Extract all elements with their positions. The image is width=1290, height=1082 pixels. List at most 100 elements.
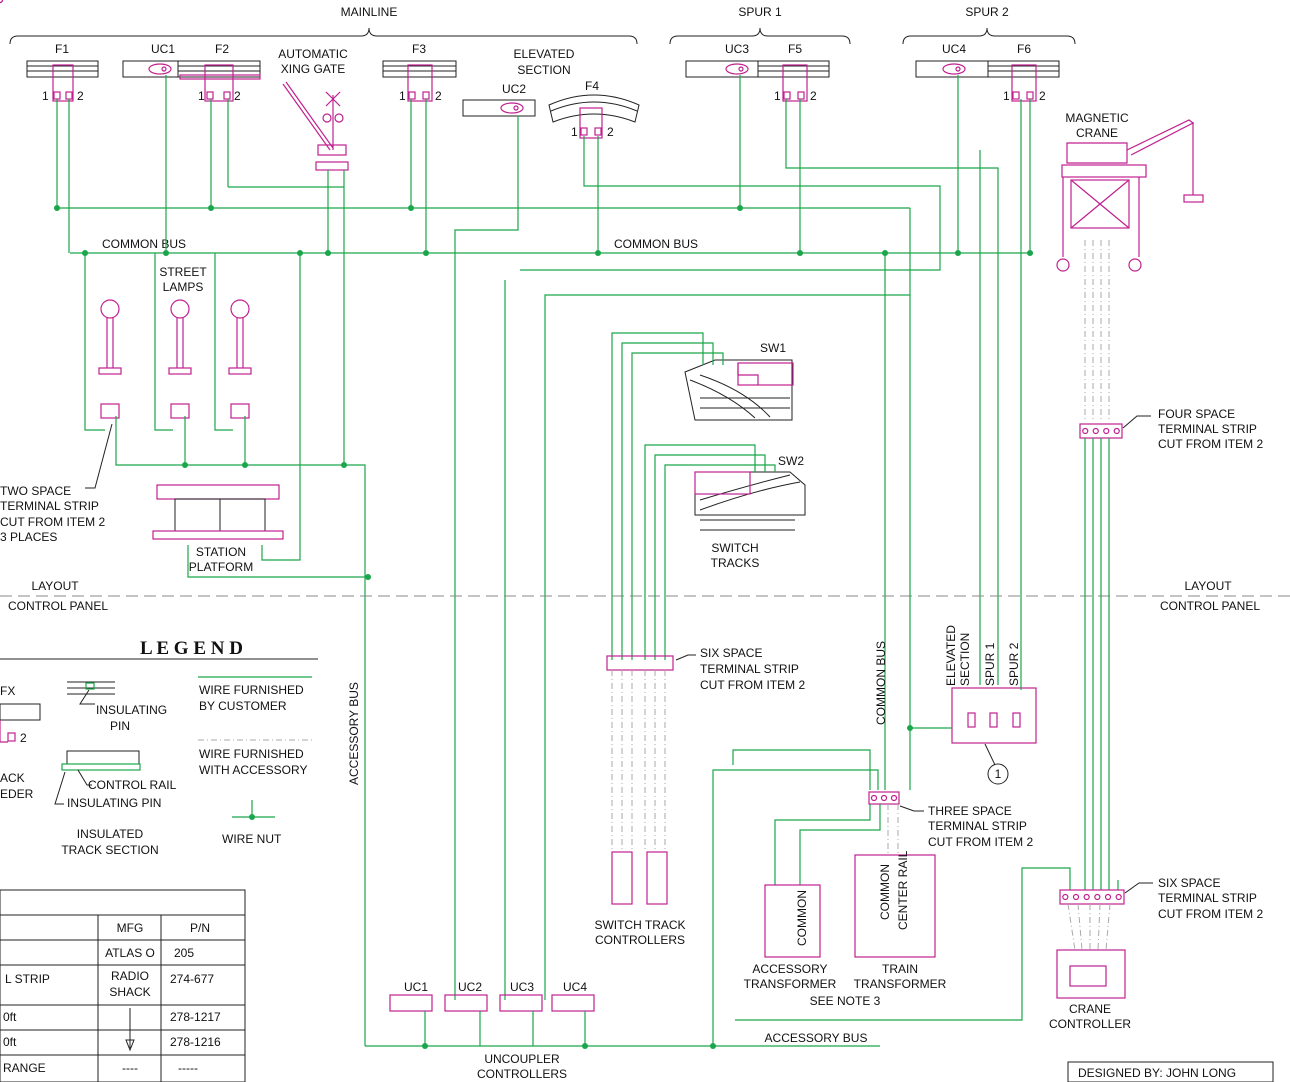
accessory-transformer-icon xyxy=(764,884,821,958)
svg-text:SWITCH: SWITCH xyxy=(711,541,758,555)
terminal-screw xyxy=(890,794,898,802)
svg-text:UNCOUPLER: UNCOUPLER xyxy=(484,1052,560,1066)
f1-label: F1 xyxy=(55,42,69,56)
f2-track xyxy=(177,60,261,78)
street-lamps: STREET LAMPS xyxy=(84,253,371,1046)
svg-text:SIX SPACE: SIX SPACE xyxy=(1158,876,1220,890)
svg-text:SHACK: SHACK xyxy=(109,985,150,999)
svg-text:TERMINAL STRIP: TERMINAL STRIP xyxy=(700,662,799,676)
f1-track xyxy=(26,60,99,78)
svg-text:RANGE: RANGE xyxy=(3,1061,46,1075)
svg-text:1: 1 xyxy=(42,89,49,103)
common-bus-label-right: COMMON BUS xyxy=(614,237,698,251)
svg-text:UC2: UC2 xyxy=(458,980,482,994)
six-space-strip xyxy=(606,655,674,671)
svg-text:2: 2 xyxy=(1039,89,1046,103)
svg-text:THREE SPACE: THREE SPACE xyxy=(928,804,1012,818)
uncoupler-controllers: ACCESSORY BUS UC1 UC2 UC3 UC4 UNCOUPLER … xyxy=(347,682,880,1081)
f4-label: F4 xyxy=(585,79,599,93)
svg-text:WIRE FURNISHED: WIRE FURNISHED xyxy=(199,683,304,697)
svg-text:SWITCH TRACK: SWITCH TRACK xyxy=(594,918,685,932)
spur1-label: SPUR 1 xyxy=(738,5,782,19)
legend: L E G E N D FX 2 ACK EDER INSULATING PIN… xyxy=(0,638,318,857)
mainline-wiring: COMMON BUS COMMON BUS xyxy=(54,75,1033,1000)
svg-text:UC4: UC4 xyxy=(563,980,587,994)
svg-text:TERMINAL STRIP: TERMINAL STRIP xyxy=(1158,891,1257,905)
svg-text:WIRE NUT: WIRE NUT xyxy=(222,832,282,846)
svg-text:FX: FX xyxy=(0,684,15,698)
svg-text:ACCESSORY BUS: ACCESSORY BUS xyxy=(765,1031,868,1045)
svg-text:ACCESSORY BUS: ACCESSORY BUS xyxy=(347,682,361,785)
svg-text:0ft: 0ft xyxy=(3,1035,17,1049)
uc1-controller xyxy=(389,994,433,1012)
xing-gate-label-1: AUTOMATIC xyxy=(278,47,348,61)
svg-text:3 PLACES: 3 PLACES xyxy=(0,530,57,544)
terminal-screw xyxy=(1092,427,1099,435)
terminal-screw xyxy=(1062,893,1069,901)
f6-feeder xyxy=(1011,64,1037,102)
legend-title: L E G E N D xyxy=(140,638,243,659)
f1-feeder xyxy=(52,64,74,102)
sw1-icon xyxy=(684,359,794,421)
terminal-screw xyxy=(880,794,888,802)
svg-text:TRACKS: TRACKS xyxy=(711,556,760,570)
parts-table: MFG P/N ATLAS O 205 L STRIP RADIO SHACK … xyxy=(0,889,246,1082)
svg-text:1: 1 xyxy=(571,125,578,139)
svg-text:COMMON: COMMON xyxy=(878,864,892,920)
f5-feeder xyxy=(782,64,808,102)
terminal-screw xyxy=(870,794,878,802)
svg-text:UC3: UC3 xyxy=(510,980,534,994)
xing-gate-label-2: XING GATE xyxy=(281,62,345,76)
svg-text:1: 1 xyxy=(774,89,781,103)
svg-text:STATION: STATION xyxy=(196,545,246,559)
svg-text:WIRE FURNISHED: WIRE FURNISHED xyxy=(199,747,304,761)
terminal-screw xyxy=(1115,893,1122,901)
svg-text:BY CUSTOMER: BY CUSTOMER xyxy=(199,699,287,713)
terminal-screw xyxy=(1082,427,1089,435)
svg-text:ELEVATED: ELEVATED xyxy=(944,625,958,686)
svg-text:2: 2 xyxy=(77,89,84,103)
section-headers: MAINLINE SPUR 1 SPUR 2 xyxy=(9,5,1076,45)
f3-label: F3 xyxy=(412,42,426,56)
common-bus-label-left: COMMON BUS xyxy=(102,237,186,251)
svg-text:CONTROL PANEL: CONTROL PANEL xyxy=(1160,599,1260,613)
svg-text:CUT FROM ITEM 2: CUT FROM ITEM 2 xyxy=(0,515,105,529)
svg-text:ATLAS O: ATLAS O xyxy=(105,946,155,960)
svg-text:CRANE: CRANE xyxy=(1076,126,1118,140)
svg-text:SPUR 1: SPUR 1 xyxy=(983,642,997,686)
elevated-label-1: ELEVATED xyxy=(514,47,575,61)
svg-text:TERMINAL STRIP: TERMINAL STRIP xyxy=(1158,422,1257,436)
svg-text:INSULATED: INSULATED xyxy=(77,827,144,841)
spur2-brace xyxy=(902,27,1076,45)
two-space-callout: TWO SPACE TERMINAL STRIP CUT FROM ITEM 2… xyxy=(0,423,113,544)
svg-text:ACCESSORY: ACCESSORY xyxy=(752,962,827,976)
svg-text:2: 2 xyxy=(234,89,241,103)
svg-text:L STRIP: L STRIP xyxy=(5,972,50,986)
svg-text:1: 1 xyxy=(399,89,406,103)
f2-label: F2 xyxy=(215,42,229,56)
switch-tracks: SW1 SW2 SWITCH TRACKS SIX SPACE TER xyxy=(0,0,806,947)
svg-text:CUT FROM ITEM 2: CUT FROM ITEM 2 xyxy=(1158,437,1263,451)
six-space-strip-crane xyxy=(1059,889,1125,905)
switch-controller-icon xyxy=(611,851,633,905)
svg-text:2: 2 xyxy=(435,89,442,103)
uc4-label: UC4 xyxy=(942,42,966,56)
terminal-screw xyxy=(1104,893,1112,901)
uc1-track xyxy=(122,60,179,78)
uc4-controller xyxy=(551,994,595,1012)
designed-by: DESIGNED BY: JOHN LONG xyxy=(1078,1066,1236,1080)
uc2-controller xyxy=(444,994,488,1012)
svg-text:ACK: ACK xyxy=(0,771,25,785)
svg-text:LAYOUT: LAYOUT xyxy=(1184,579,1232,593)
terminal-screw xyxy=(1094,893,1101,901)
sw2-icon xyxy=(694,471,806,531)
svg-text:SW1: SW1 xyxy=(760,341,786,355)
terminal-screw xyxy=(1072,893,1080,901)
svg-text:SIX SPACE: SIX SPACE xyxy=(700,646,762,660)
switch-controller-icon xyxy=(646,851,668,905)
svg-text:1: 1 xyxy=(198,89,205,103)
svg-text:CUT FROM ITEM 2: CUT FROM ITEM 2 xyxy=(1158,907,1263,921)
four-space-strip xyxy=(1079,423,1123,439)
svg-text:MAGNETIC: MAGNETIC xyxy=(1065,111,1129,125)
svg-text:CUT FROM ITEM 2: CUT FROM ITEM 2 xyxy=(928,835,1033,849)
